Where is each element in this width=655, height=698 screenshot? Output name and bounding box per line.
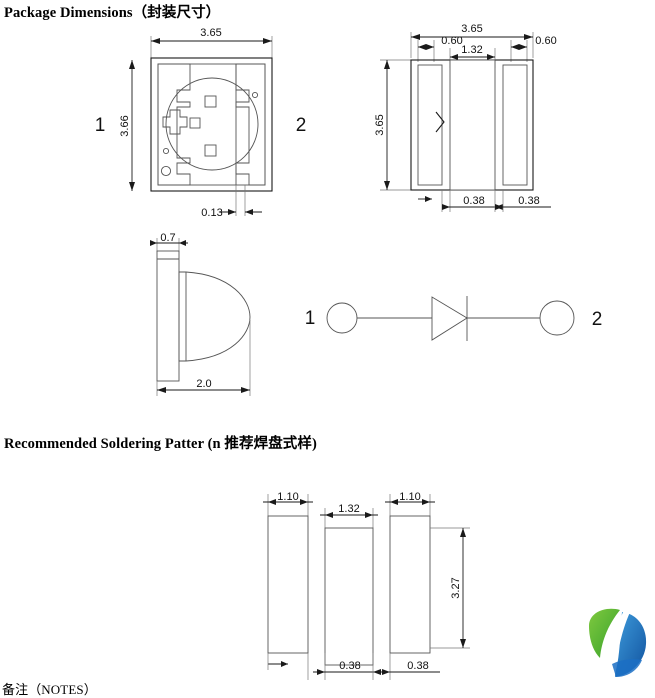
solder-pad-center (324, 527, 374, 666)
bottom-view-height-label: 3.65 (374, 114, 386, 135)
diode-triangle-icon (431, 296, 468, 341)
top-view-pin1-label: 1 (95, 115, 106, 136)
solder-gap-right-label: 0.38 (407, 660, 428, 672)
bottom-view-pad-center-label: 1.32 (461, 44, 482, 56)
solder-pad-right (389, 515, 431, 654)
bottom-view-gap-left-label: 0.38 (463, 195, 484, 207)
bottom-view-width-label: 3.65 (461, 23, 482, 35)
solder-gap-left-label: 0.38 (339, 660, 360, 672)
bottom-view-pad-right-label: 0.60 (535, 35, 556, 47)
page-title-package-dimensions: Package Dimensions（封装尺寸） (4, 5, 221, 21)
solder-pad-center-label: 1.32 (338, 503, 359, 515)
side-view-thickness-label: 0.7 (160, 232, 175, 244)
diode-schematic-group: 1 2 (305, 296, 603, 341)
logo-leaf-green (589, 608, 620, 658)
logo-lower-wedge (612, 659, 642, 677)
schematic-cathode-terminal (539, 300, 575, 336)
schematic-pin1-label: 1 (305, 308, 316, 329)
logo-highlight-stroke (606, 606, 632, 678)
die-square-bottom (204, 144, 217, 157)
solder-pad-left (267, 515, 309, 654)
die-square-top (204, 95, 217, 108)
page-title-soldering-pattern: Recommended Soldering Patter (n 推荐焊盘式样) (4, 436, 317, 452)
top-view-width-label: 3.65 (200, 27, 221, 39)
schematic-pin2-label: 2 (592, 309, 603, 330)
bottom-view-pad-left-label: 0.60 (441, 35, 462, 47)
solder-pad-left-label: 1.10 (277, 491, 298, 503)
side-view-length-label: 2.0 (196, 378, 211, 390)
top-view-group: 3.65 3.66 (95, 27, 307, 219)
top-view-height-label: 3.66 (119, 115, 131, 136)
solder-height-label: 3.27 (450, 577, 462, 598)
bottom-view-gap-right-label: 0.38 (518, 195, 539, 207)
bottom-view-group: 3.65 0.60 0.60 1.32 (374, 23, 557, 212)
die-square-center (189, 117, 201, 129)
side-profile-view-group: 0.7 2.0 (150, 232, 251, 396)
top-view-gap-label: 0.13 (201, 207, 222, 219)
solder-pattern-group: 1.10 1.32 1.10 3.27 (263, 491, 470, 680)
company-logo-watermark (589, 606, 647, 678)
top-view-pin2-label: 2 (296, 115, 307, 136)
schematic-anode-terminal (326, 302, 358, 334)
solder-pad-right-label: 1.10 (399, 491, 420, 503)
